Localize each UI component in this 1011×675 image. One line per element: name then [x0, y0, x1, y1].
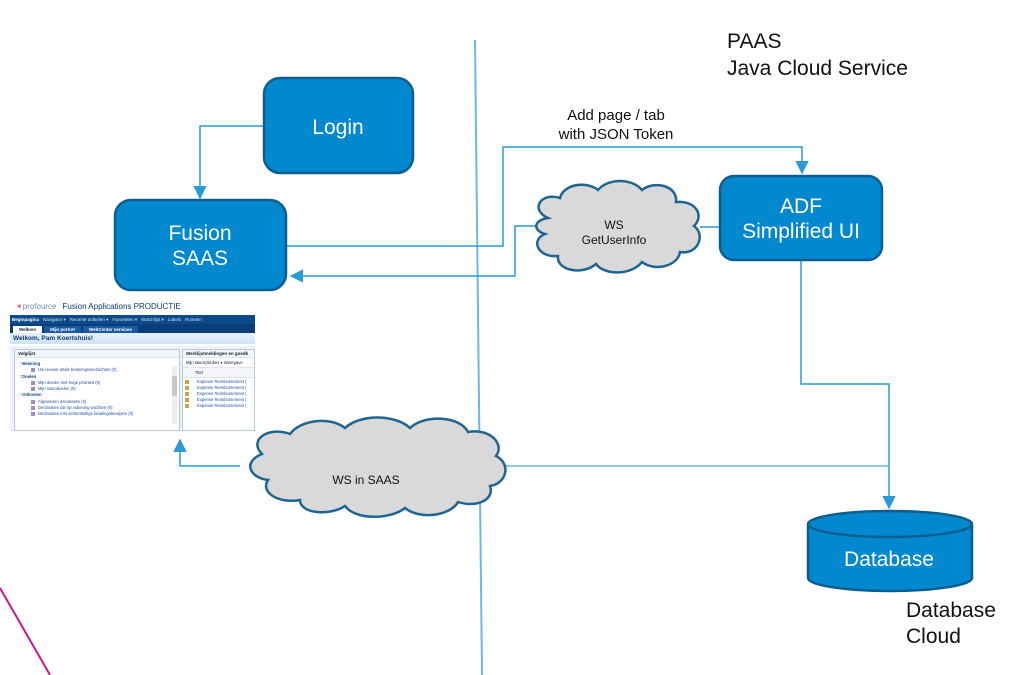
- edge-label-add-page-line1: Add page / tab: [567, 107, 665, 124]
- node-database: Database: [806, 509, 974, 593]
- worklist-row[interactable]: Expense Reimbursement (: [185, 379, 252, 385]
- cloud-ws-getuserinfo-line1: WS: [604, 218, 623, 232]
- nav-item[interactable]: Ruimten: [184, 317, 202, 322]
- worklist-row[interactable]: Expense Reimbursement (: [185, 397, 252, 403]
- connector-adf-to-database: [800, 261, 896, 510]
- node-login-label: Login: [312, 116, 363, 139]
- cloud-ws-getuserinfo-line2: GetUserInfo: [582, 233, 647, 247]
- worklist-title: Werklijstmeldingen en goedk: [183, 350, 254, 358]
- worklist-row[interactable]: Expense Reimbursement (: [185, 403, 252, 409]
- nav-item[interactable]: Beginpagina: [12, 317, 40, 322]
- zone-label-db-cloud-line1: Database: [906, 599, 996, 622]
- node-database-label: Database: [844, 548, 934, 571]
- worklist-toolbar[interactable]: Mijn taken(Stukes ▾ Weergave: [183, 358, 254, 368]
- fusion-panels: Volglijst Beloning Uw nieuwe totale belo…: [10, 346, 255, 431]
- cloud-ws-in-saas: WS in SAAS: [249, 416, 507, 518]
- cloud-ws-getuserinfo: WS GetUserInfo: [535, 179, 701, 274]
- worklist-row[interactable]: Expense Reimbursement (: [185, 385, 252, 391]
- nav-item[interactable]: Watchlijst ▾: [141, 316, 164, 322]
- worklist-row[interactable]: Expense Reimbursement (: [185, 391, 252, 397]
- tab-webcenter-services[interactable]: WebCenter services: [82, 326, 138, 333]
- watchlist-panel: Volglijst Beloning Uw nieuwe totale belo…: [14, 349, 180, 431]
- watchlist-group[interactable]: Onkosten: [19, 392, 175, 398]
- node-fusion-saas-line1: Fusion: [168, 222, 231, 245]
- node-login: Login: [262, 76, 415, 175]
- welcome-banner: Welkom, Pam Koertshuis!: [10, 333, 255, 344]
- node-adf-simplified-ui: ADF Simplified UI: [718, 174, 884, 262]
- accent-line: [0, 587, 51, 675]
- node-fusion-saas: Fusion SAAS: [113, 198, 288, 292]
- node-fusion-saas-line2: SAAS: [172, 247, 228, 270]
- profource-logo: ✴profource: [16, 301, 57, 311]
- connector-fusion-to-adf: [287, 146, 809, 247]
- tab-welkom[interactable]: Welkom: [13, 326, 43, 333]
- node-adf-line2: Simplified UI: [742, 220, 860, 243]
- nav-item[interactable]: Navigator ▾: [43, 316, 66, 322]
- watchlist-group[interactable]: Doelen: [19, 374, 175, 380]
- scrollbar-thumb[interactable]: [172, 376, 177, 396]
- nav-item[interactable]: Labels: [167, 317, 181, 322]
- worklist-panel: Werklijstmeldingen en goedk Mijn taken(S…: [182, 349, 255, 431]
- fusion-applications-screenshot: ✴profource Fusion Applications PRODUCTIE…: [10, 297, 255, 431]
- connector-login-to-fusion: [193, 125, 263, 200]
- connector-ws-getuserinfo-to-fusion: [289, 225, 545, 283]
- watchlist-item[interactable]: Mijn doelen met hoge prioriteit (0): [19, 380, 175, 386]
- watchlist-scrollbar[interactable]: [172, 366, 177, 424]
- edge-label-add-page-line2: with JSON Token: [558, 126, 674, 143]
- watchlist-item[interactable]: Mijn niacodoelen (0): [19, 386, 175, 392]
- watchlist-item[interactable]: Afgewezen declaraties (0): [19, 399, 175, 405]
- watchlist-tree: Beloning Uw nieuwe totale beloningsoverz…: [15, 358, 179, 421]
- fusion-header: ✴profource Fusion Applications PRODUCTIE: [10, 297, 255, 315]
- zone-label-paas-line1: PAAS: [727, 30, 781, 53]
- fusion-nav-bar: Beginpagina Navigator ▾ Recente artikele…: [10, 315, 255, 324]
- zone-label-db-cloud-line2: Cloud: [906, 625, 961, 648]
- fusion-app-title: Fusion Applications PRODUCTIE: [62, 301, 181, 311]
- worklist-column-header: Titel: [183, 368, 254, 378]
- nav-item[interactable]: Favorieten ▾: [112, 316, 138, 322]
- zone-label-paas-line2: Java Cloud Service: [727, 57, 908, 80]
- watchlist-group[interactable]: Beloning: [19, 361, 175, 367]
- connector-ws-in-saas-to-fusion-screen: [173, 438, 240, 467]
- fusion-tabs: Welkom Mijn portret WebCenter services: [10, 324, 255, 333]
- watchlist-title: Volglijst: [15, 350, 179, 358]
- nav-item[interactable]: Recente artikelen ▾: [69, 316, 109, 322]
- tab-mijn-portret[interactable]: Mijn portret: [44, 326, 81, 333]
- node-adf-line1: ADF: [780, 195, 822, 218]
- cloud-ws-in-saas-label: WS in SAAS: [332, 473, 399, 487]
- zone-divider-line: [474, 39, 483, 675]
- watchlist-item[interactable]: Declaraties die op indiening wachten (0): [19, 405, 175, 411]
- worklist-rows: Expense Reimbursement ( Expense Reimburs…: [183, 378, 254, 410]
- watchlist-item[interactable]: Declaraties met achterstallige betalings…: [19, 411, 175, 417]
- watchlist-item[interactable]: Uw nieuwe totale beloningsoverzichten (0…: [19, 367, 175, 373]
